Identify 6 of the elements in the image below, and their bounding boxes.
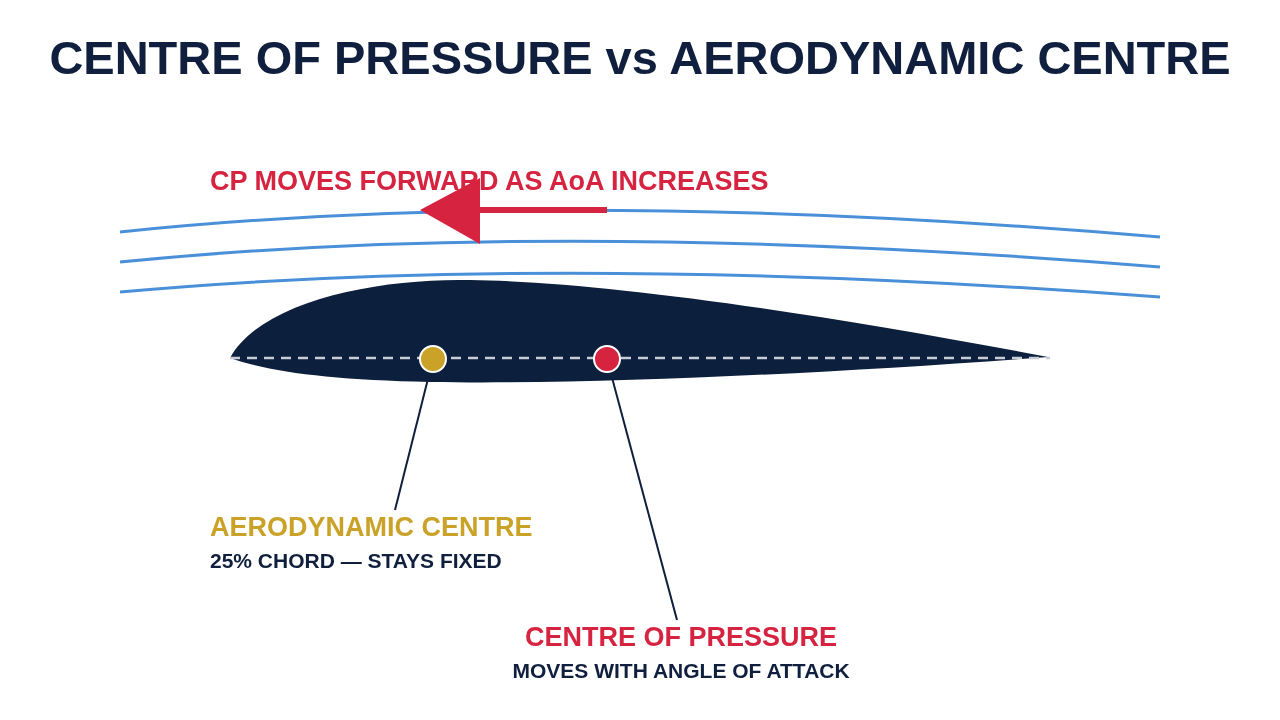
callout-heading: AERODYNAMIC CENTRE <box>210 512 533 543</box>
annotation-text: CP MOVES FORWARD AS AoA INCREASES <box>210 166 769 197</box>
title: CENTRE OF PRESSURE vs AERODYNAMIC CENTRE <box>48 30 1232 85</box>
callout-text: 25% CHORD — STAYS FIXED <box>210 549 503 573</box>
callout-text: MOVES WITH ANGLE OF ATTACK <box>512 659 850 683</box>
callout-heading: CENTRE OF PRESSURE <box>524 622 839 653</box>
